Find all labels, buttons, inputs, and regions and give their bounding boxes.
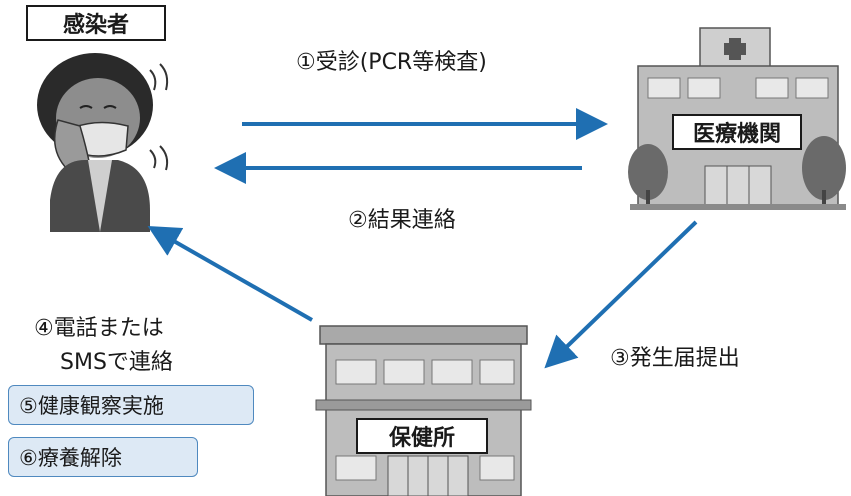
hospital-label: 医療機関 <box>672 114 802 150</box>
health-center-building <box>315 325 532 496</box>
step4-label-line2: SMSで連絡 <box>60 350 173 375</box>
patient-illustration <box>37 53 169 232</box>
arrow-phone-sms <box>147 226 313 322</box>
step2-label: ②結果連絡 <box>348 208 456 233</box>
health-observation-pill: ⑤健康観察実施 <box>8 385 254 425</box>
step3-label: ③発生届提出 <box>610 346 740 371</box>
patient-label: 感染者 <box>26 5 166 41</box>
arrow-report-submission <box>544 220 698 369</box>
step4-label-line1: ④電話または <box>34 316 164 341</box>
step1-label: ①受診(PCR等検査) <box>296 50 487 75</box>
health-center-label: 保健所 <box>356 418 488 454</box>
treatment-release-pill: ⑥療養解除 <box>8 437 198 477</box>
